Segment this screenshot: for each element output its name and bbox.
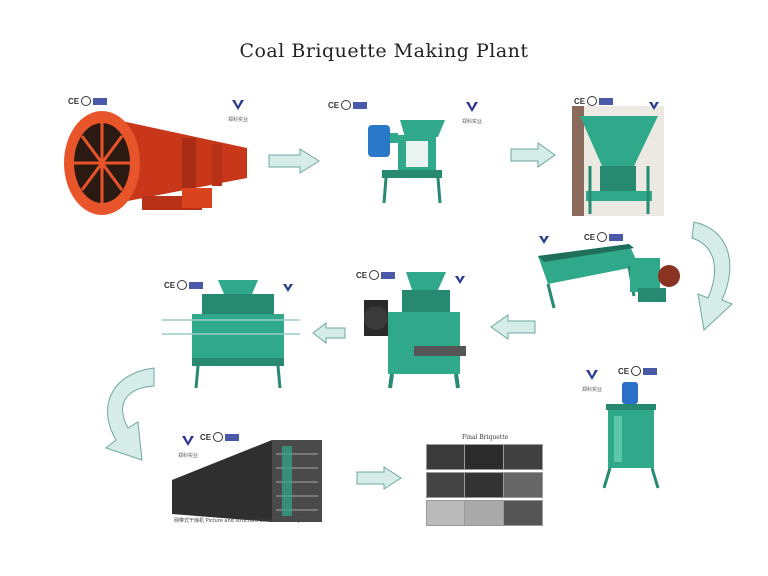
cert-badge: CE bbox=[618, 366, 658, 376]
cert-badge: CE bbox=[328, 100, 368, 110]
briquette-sample bbox=[464, 444, 504, 470]
cert-badge: CE bbox=[164, 280, 204, 290]
brand-logo-icon: 郑科实业 bbox=[582, 366, 602, 393]
flow-arrow-right bbox=[356, 466, 402, 490]
briquette-sample bbox=[503, 472, 543, 498]
brand-logo-icon: 郑科实业 bbox=[228, 96, 248, 123]
cert-badge: CE bbox=[356, 270, 396, 280]
briquette-sample bbox=[426, 472, 466, 498]
briquette-sample bbox=[503, 500, 543, 526]
flow-arrow-right bbox=[510, 142, 556, 168]
briquette-sample bbox=[464, 500, 504, 526]
diagram-title: Coal Briquette Making Plant bbox=[239, 40, 529, 62]
brand-logo-icon bbox=[538, 230, 550, 249]
briquette-press-image bbox=[354, 270, 469, 390]
brand-logo-icon bbox=[454, 270, 466, 289]
flow-arrow-curved-down bbox=[691, 221, 733, 331]
briquettes-title: Final Briquette bbox=[462, 434, 509, 441]
brand-logo-icon bbox=[648, 96, 660, 115]
briquette-sample bbox=[426, 500, 466, 526]
cert-badge: CE bbox=[200, 432, 240, 442]
flow-arrow-left bbox=[312, 322, 346, 344]
briquette-sample bbox=[503, 444, 543, 470]
cert-badge: CE bbox=[584, 232, 624, 242]
bin-feeder-image bbox=[572, 106, 664, 216]
brand-logo-icon bbox=[282, 278, 294, 297]
briquette-press-large-image bbox=[162, 278, 300, 390]
dryer-caption: 网带式干燥机 Picture and structure of Mesh-bel… bbox=[174, 518, 306, 524]
briquette-sample bbox=[464, 472, 504, 498]
crusher-image bbox=[360, 115, 450, 205]
rotary-dryer-image bbox=[62, 108, 252, 218]
flow-arrow-right bbox=[268, 148, 320, 174]
screw-mixer-image bbox=[534, 236, 682, 316]
brand-logo-icon: 郑科实业 bbox=[462, 98, 482, 125]
vertical-mixer-image bbox=[600, 380, 662, 490]
flow-arrow-left bbox=[490, 314, 536, 340]
cert-badge: CE bbox=[68, 96, 108, 106]
cert-badge: CE bbox=[574, 96, 614, 106]
brand-logo-icon: 郑科实业 bbox=[178, 432, 198, 459]
flow-arrow-curved-down bbox=[104, 367, 155, 461]
mesh-belt-dryer-image bbox=[172, 438, 324, 524]
briquette-sample bbox=[426, 444, 466, 470]
